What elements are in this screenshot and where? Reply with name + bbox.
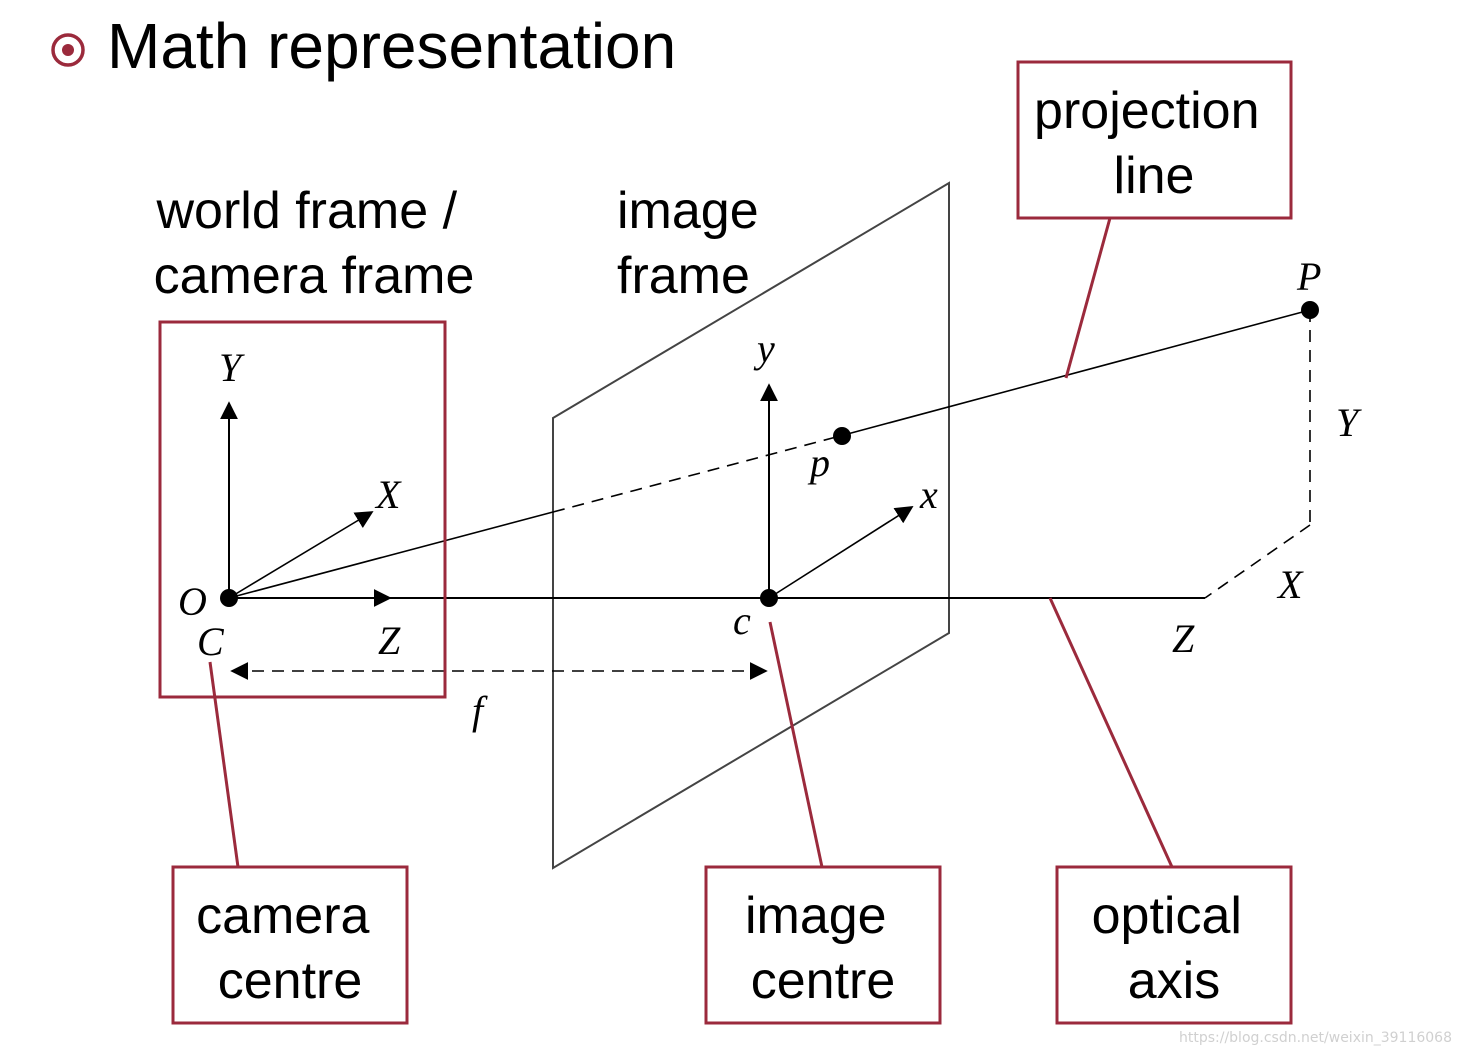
origin-o-label: O: [178, 579, 207, 624]
point-x-label: X: [1276, 562, 1304, 607]
watermark-text: https://blog.csdn.net/weixin_39116068: [1179, 1030, 1452, 1046]
image-x-axis-arrow: [768, 506, 914, 599]
image-centre-dot: [760, 589, 778, 607]
camera-centre-leader: [208, 661, 240, 868]
image-centre-callout: [704, 865, 942, 1025]
optical-axis-callout: [1055, 865, 1293, 1025]
image-centre-c-label: c: [733, 598, 751, 643]
image-point-dot: [833, 427, 851, 445]
camera-centre-callout: [171, 865, 409, 1025]
projection-line-callout: [1016, 60, 1293, 220]
projection-ray-front: [228, 511, 554, 599]
projection-line: [839, 309, 1311, 437]
point-y-label: Y: [1336, 400, 1362, 445]
image-centre-leader: [768, 621, 824, 868]
optical-axis-callout-text: optical axis: [1092, 887, 1257, 1010]
point-z-label: Z: [1172, 616, 1195, 661]
camera-centre-callout-text: camera centre: [196, 887, 384, 1010]
projection-line-leader: [1064, 217, 1112, 379]
image-frame-label: image frame: [617, 182, 773, 305]
world-point-dot: [1301, 301, 1319, 319]
page-title: Math representation: [107, 10, 676, 82]
camera-centre-dot: [220, 589, 238, 607]
point-x-dashed: [1204, 524, 1311, 599]
centre-c-label: C: [197, 619, 225, 664]
circled-dot-icon: [51, 33, 85, 67]
projection-line-callout-text: projection line: [1034, 82, 1274, 205]
image-plane: [552, 181, 950, 870]
focal-f-label: f: [472, 688, 488, 733]
world-y-label: Y: [219, 345, 245, 390]
world-x-axis-arrow: [228, 511, 374, 599]
image-y-label: y: [753, 326, 775, 371]
world-z-label: Z: [378, 618, 401, 663]
world-frame-label: world frame / camera frame: [154, 182, 475, 305]
projection-ray-behind-plane: [552, 435, 841, 513]
image-point-p-label: p: [807, 440, 830, 485]
image-x-label: x: [919, 472, 938, 517]
world-point-p-label: P: [1296, 254, 1321, 299]
world-frame-box: [158, 320, 447, 699]
world-x-label: X: [374, 472, 402, 517]
optical-axis-leader: [1048, 597, 1174, 868]
image-centre-callout-text: image centre: [745, 887, 901, 1010]
